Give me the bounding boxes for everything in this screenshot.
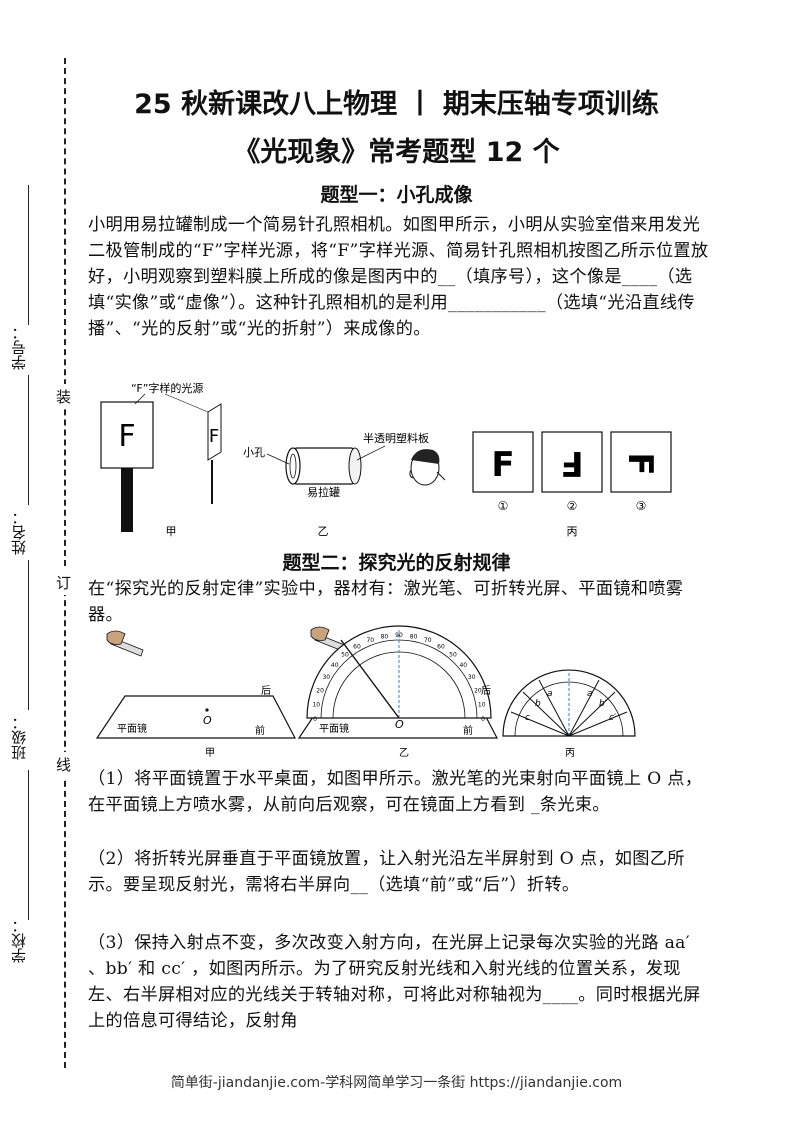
question-1: （1）将平面镜置于水平桌面，如图甲所示。激光笔的光束射向平面镜上 O 点，在平面… (88, 766, 710, 818)
protractor-tick-label: 20 (474, 687, 482, 694)
section2-intro: 在“探究光的反射定律”实验中，器材有：激光笔、可折转光屏、平面镜和喷雾器。 (88, 576, 710, 628)
option-2-box (541, 431, 603, 493)
protractor-tick-label: 60 (437, 643, 445, 650)
section2-intro-text: 在“探究光的反射定律”实验中，器材有：激光笔、可折转光屏、平面镜和喷雾器。 (88, 579, 684, 625)
ray-a-prime: a′ (587, 689, 595, 699)
protractor-tick-label: 70 (366, 637, 374, 644)
front-label-yi: 前 (463, 724, 473, 737)
page-title: 25 秋新课改八上物理 丨 期末压轴专项训练 (134, 89, 659, 120)
student-school-line[interactable] (28, 770, 29, 920)
protractor-tick-label: 40 (459, 662, 467, 669)
student-class-label: 班级： (10, 715, 28, 760)
mirror-label-yi: 平面镜 (319, 722, 349, 735)
binding-word-xian: 线 (56, 752, 72, 777)
protractor-tick-label: 80 (410, 633, 418, 640)
observer-head-icon (409, 449, 446, 486)
question-3-text: （3）保持入射点不变，多次改变入射方向，在光屏上记录每次实验的光路 aa′ 、b… (88, 933, 701, 1031)
caption-jia: 甲 (166, 525, 177, 538)
option-3-letter: F (620, 452, 660, 475)
footer-source: 简单街-jiandanjie.com-学科网简单学习一条街 https://ji… (170, 1075, 623, 1091)
option-1-number: ① (498, 499, 509, 513)
caption-bing: 丙 (567, 525, 578, 538)
question-1-text: （1）将平面镜置于水平桌面，如图甲所示。激光笔的光束射向平面镜上 O 点，在平面… (88, 769, 703, 815)
side-letter: F (209, 426, 219, 447)
protractor-tick-label: 10 (312, 701, 320, 708)
light-source-label: “F”字样的光源 (131, 381, 203, 395)
student-number-label: 学号： (10, 325, 28, 370)
caption-jia-2: 甲 (205, 748, 215, 759)
protractor-tick-label: 20 (316, 687, 324, 694)
laser-pen-icon (106, 630, 144, 657)
protractor-tick-label: 0 (481, 716, 485, 723)
protractor-tick-label: 50 (341, 652, 349, 659)
section1-paragraph: 小明用易拉罐制成一个简易针孔照相机。如图甲所示，小明从实验室借来用发光二极管制成… (88, 212, 710, 342)
caption-bing-2: 丙 (565, 748, 575, 759)
option-3-box (610, 431, 672, 493)
light-source-letter: F (118, 419, 135, 454)
question-2-text: （2）将折转光屏垂直于平面镜放置，让入射光沿左半屏射到 O 点，如图乙所示。要呈… (88, 849, 685, 895)
hole-label: 小孔 (243, 446, 265, 459)
back-label-yi: 后 (481, 685, 491, 697)
mirror-jia (95, 695, 296, 739)
protractor-tick-label: 10 (478, 701, 486, 708)
ray-c-prime: c′ (609, 713, 616, 723)
pinhole-figure: F “F”字样的光源 F 小孔 半透明塑料板 易拉罐 F F F ① ② ③ 甲… (100, 381, 672, 538)
option-3-number: ③ (636, 499, 647, 513)
option-2-number: ② (567, 499, 578, 513)
ray-c: c (525, 713, 530, 723)
option-1-letter: F (491, 445, 514, 485)
reflection-figure: O 后 前 平面镜 甲 O 后 前 平面镜 乙 0102030405060708… (95, 625, 636, 759)
mirror-label-jia: 平面镜 (117, 722, 147, 735)
section1-title: 题型一：小孔成像 (320, 184, 473, 206)
student-school-label: 学校： (10, 918, 28, 963)
option-1-box (472, 431, 534, 493)
ray-a: a (547, 689, 553, 699)
ray-b: b (535, 699, 541, 709)
protractor-tick-label: 70 (424, 637, 432, 644)
ray-b-prime: b′ (599, 699, 607, 709)
back-label-jia: 后 (261, 685, 271, 697)
section1-text: 小明用易拉罐制成一个简易针孔照相机。如图甲所示，小明从实验室借来用发光二极管制成… (88, 215, 709, 339)
light-source-board (100, 401, 154, 469)
section2-title: 题型二：探究光的反射规律 (282, 552, 511, 574)
question-3: （3）保持入射点不变，多次改变入射方向，在光屏上记录每次实验的光路 aa′ 、b… (88, 930, 710, 1034)
protractor-tick-label: 30 (322, 674, 330, 681)
can-label: 易拉罐 (307, 485, 340, 499)
binding-cut-line (64, 58, 66, 1068)
can (292, 447, 356, 485)
question-2: （2）将折转光屏垂直于平面镜放置，让入射光沿左半屏射到 O 点，如图乙所示。要呈… (88, 846, 710, 898)
point-o-yi: O (395, 718, 404, 731)
binding-word-zhuang: 装 (56, 384, 72, 409)
front-label-jia: 前 (255, 724, 265, 737)
protractor-tick-label: 90 (395, 632, 403, 639)
protractor-tick-label: 0 (313, 716, 317, 723)
student-name-line[interactable] (28, 375, 29, 505)
student-class-line[interactable] (28, 560, 29, 710)
option-2-letter: F (560, 443, 583, 483)
protractor-tick-label: 50 (449, 652, 457, 659)
protractor-tick-label: 40 (331, 662, 339, 669)
student-number-line[interactable] (28, 185, 29, 325)
point-o-jia: O (203, 714, 212, 727)
caption-yi-2: 乙 (399, 747, 409, 759)
film-label: 半透明塑料板 (363, 431, 429, 445)
light-source-stand (121, 468, 133, 532)
caption-yi: 乙 (318, 525, 329, 538)
protractor-tick-label: 30 (468, 674, 476, 681)
page-subtitle: 《光现象》常考题型 12 个 (233, 137, 560, 168)
binding-word-ding: 订 (56, 570, 72, 595)
protractor-tick-label: 80 (381, 633, 389, 640)
protractor-tick-label: 60 (353, 643, 361, 650)
